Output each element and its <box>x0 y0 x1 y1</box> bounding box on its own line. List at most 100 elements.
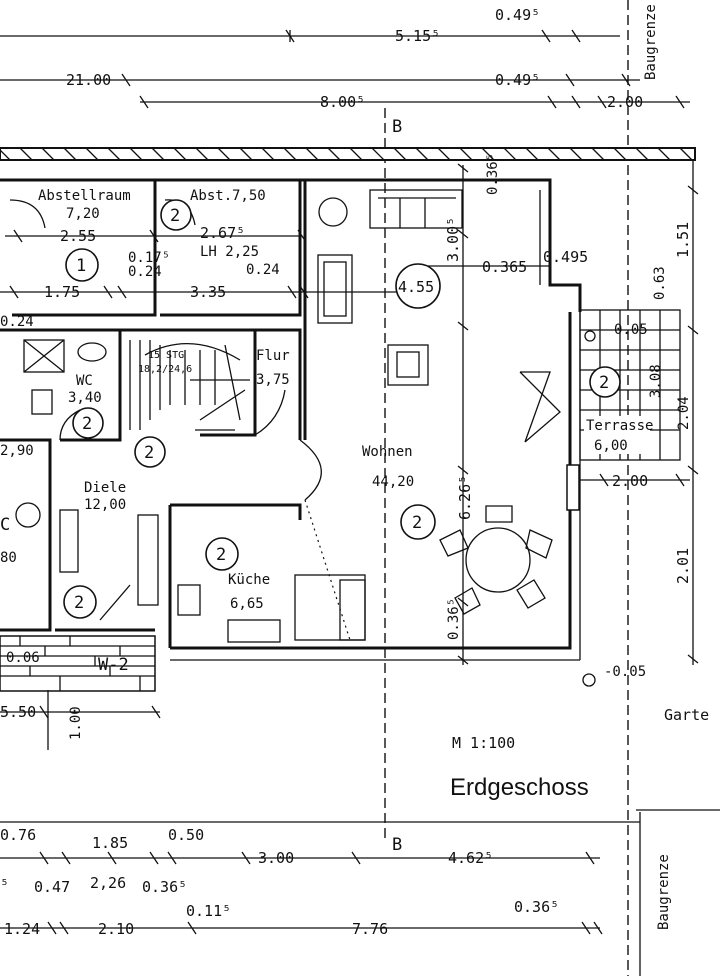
dim-0-24-a: 0.24 <box>128 264 162 280</box>
sofa-top <box>369 189 463 229</box>
dim-b-0-50: 0.50 <box>168 826 204 844</box>
hall-tag-circle <box>134 436 166 468</box>
diele-cabinet <box>59 509 79 573</box>
dim-b-0-36-a: 0.36⁵ <box>142 878 187 896</box>
room-bath-area-a: 2,90 <box>0 443 34 459</box>
dim-0-05-top: 0.05 <box>614 322 648 338</box>
dim-b-0-76: 0.76 <box>0 826 36 844</box>
sofa-cushions <box>378 197 456 228</box>
dim-0-495: 0.495 <box>543 248 588 266</box>
room-wc-tag: 2 <box>82 414 92 434</box>
dim-2-00-top: 2.00 <box>607 93 643 111</box>
dim-6-26: 6.26⁵ <box>456 475 474 520</box>
room-c-tag: C <box>0 515 10 535</box>
room-kueche-tag: 2 <box>216 545 226 565</box>
dim-1-51: 1.51 <box>674 222 692 258</box>
shower-tray <box>23 339 65 373</box>
wc-toilet <box>31 389 53 415</box>
dim-b-1-24: 1.24 <box>4 920 40 938</box>
coffee-table-inner <box>396 351 420 378</box>
wall-w2 <box>0 635 156 692</box>
room-abst-name: Abst. <box>190 188 232 204</box>
wall-w2-label: W-2 <box>98 655 129 675</box>
room-kueche-name: Küche <box>228 572 270 588</box>
stair-walls <box>120 328 257 437</box>
hall-tag: 2 <box>144 443 154 463</box>
room-kueche-area: 6,65 <box>230 596 264 612</box>
sofa-side-inner <box>323 261 347 317</box>
room-abst-area: 7,50 <box>232 188 266 204</box>
door-swing-wc <box>59 409 81 441</box>
dim-2-00-right: 2.00 <box>612 472 648 490</box>
level-circle-4-55 <box>395 263 441 309</box>
level-marker-top <box>584 330 596 342</box>
room-flur-area: 3,75 <box>256 372 290 388</box>
dim-2-04: 2.04 <box>676 396 692 430</box>
top-wall-hatched <box>0 147 696 161</box>
garden-label: Garte <box>664 706 709 724</box>
section-marker-top: B <box>392 117 402 137</box>
flur-walls <box>255 328 302 440</box>
room-abst-tag: 2 <box>170 206 180 226</box>
living-outer-wall <box>170 178 582 650</box>
dim-2-67: 2.67⁵ <box>200 224 245 242</box>
dim-0-49-mid: 0.49⁵ <box>495 71 540 89</box>
room-flur-name: Flur <box>256 348 290 364</box>
room-abst-tag-circle <box>160 199 192 231</box>
dim-0-24-c: 0.24 <box>0 314 34 330</box>
door-swing-living <box>299 439 322 501</box>
dim-b-3-00: 3.00 <box>258 849 294 867</box>
window-bay-marker <box>519 371 561 443</box>
dim-0-36-bottom: 0.36⁵ <box>446 598 462 640</box>
section-marker-bottom: B <box>392 835 402 855</box>
dim-b-0-11: 0.11⁵ <box>186 902 231 920</box>
room-diele-tag-circle <box>63 585 97 619</box>
room-wc-area: 3,40 <box>68 390 102 406</box>
dim-b-7-76: 7.76 <box>352 920 388 938</box>
abst-walls <box>155 178 302 317</box>
dim-1-75: 1.75 <box>44 283 80 301</box>
dim-b-0-47: 0.47 <box>34 878 70 896</box>
room-diele-area: 12,00 <box>84 497 126 513</box>
kitchen-dotted-line <box>304 499 351 641</box>
kitchen-fridge <box>339 579 366 641</box>
coffee-table <box>387 344 429 386</box>
dim-b-4-62: 4.62⁵ <box>448 849 493 867</box>
dim-0-17: 0.17⁵ <box>128 250 170 266</box>
door-swing-flur <box>254 389 286 436</box>
room-terrasse-area: 6,00 <box>594 438 628 454</box>
dim-3-35: 3.35 <box>190 283 226 301</box>
room-abstellraum-tag: 1 <box>76 256 86 276</box>
dim-b-0-36-b: 0.36⁵ <box>514 898 559 916</box>
room-diele-name: Diele <box>84 480 126 496</box>
dim-b-1-85: 1.85 <box>92 834 128 852</box>
dim-0-05-bottom: -0.05 <box>604 664 646 680</box>
drawing-scale: M 1:100 <box>452 734 515 752</box>
room-abstellraum-area: 7,20 <box>66 206 100 222</box>
dim-0-24-b: 0.24 <box>246 262 280 278</box>
dim-0-49-top: 0.49⁵ <box>495 6 540 24</box>
drawing-title: Erdgeschoss <box>450 774 589 801</box>
room-diele-tag: 2 <box>74 593 84 613</box>
room-terrasse-tag: 2 <box>599 373 609 393</box>
kitchen-sink <box>227 619 281 643</box>
room-abstellraum-name: Abstellraum <box>38 188 131 204</box>
dining-chairs <box>439 505 553 615</box>
terrasse-label-bg <box>584 416 650 454</box>
dim-2-55: 2.55 <box>60 227 96 245</box>
stove <box>177 584 201 616</box>
dim-5-15: 5.15⁵ <box>395 27 440 45</box>
dining-table <box>465 527 531 593</box>
dim-b-sup: ⁵ <box>0 876 9 894</box>
room-wohnen-name: Wohnen <box>362 444 413 460</box>
sofa-side <box>317 254 353 324</box>
dim-0-63: 0.63 <box>652 266 668 300</box>
dim-8-00: 8.00⁵ <box>320 93 365 111</box>
dim-ticks <box>9 29 699 935</box>
bath-basin <box>15 502 41 528</box>
dim-0-36-top: 0.36⁵ <box>485 153 501 195</box>
wc-walls <box>0 328 122 442</box>
dim-2-01: 2.01 <box>674 548 692 584</box>
room-terrasse-tag-circle <box>589 366 621 398</box>
